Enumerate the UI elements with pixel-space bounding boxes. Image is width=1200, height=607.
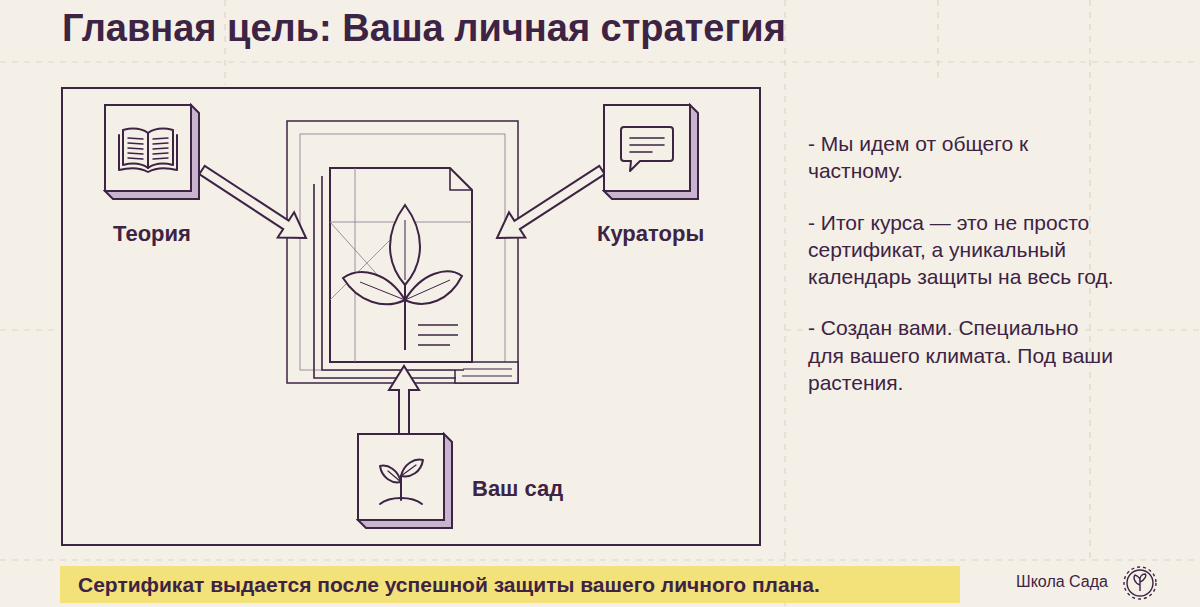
caption-text: Сертификат выдается после успешной защит… <box>78 572 942 597</box>
icon-box: Теория <box>103 103 201 247</box>
node-label: Кураторы <box>597 221 704 247</box>
caption-band: Сертификат выдается после успешной защит… <box>60 566 960 603</box>
panel-frame <box>62 88 760 545</box>
chat-icon <box>621 127 673 171</box>
logo-text: Школа Сада <box>1016 572 1108 591</box>
document-illustration <box>287 121 518 383</box>
note-text: - Создан вами. Специально для вашего кли… <box>808 314 1118 396</box>
box-face <box>604 105 690 191</box>
arrow <box>199 166 306 238</box>
icon-box-shape <box>356 432 454 530</box>
icon-box: Кураторы <box>597 103 704 247</box>
box-side <box>358 434 452 528</box>
icon-box: Ваш сад <box>356 432 563 530</box>
title: Главная цель: Ваша личная стратегия <box>62 6 786 52</box>
box-face <box>358 434 444 520</box>
node-label: Теория <box>113 221 191 247</box>
node-label: Ваш сад <box>472 476 563 502</box>
arrow <box>497 166 605 238</box>
sprout-icon <box>380 460 423 504</box>
box-face <box>105 105 191 191</box>
logo-gear <box>1124 567 1156 599</box>
book-icon <box>119 129 177 172</box>
arrows <box>199 166 604 434</box>
note-text: - Мы идем от общего к частному. <box>808 130 1118 185</box>
note-text: - Итог курса — это не просто сертификат,… <box>808 209 1118 291</box>
box-side <box>105 105 199 199</box>
icon-box-shape <box>602 103 700 201</box>
notes: - Мы идем от общего к частному. - Итог ку… <box>808 130 1118 420</box>
arrow <box>389 366 419 434</box>
icon-box-shape <box>103 103 201 201</box>
box-side <box>604 105 698 199</box>
